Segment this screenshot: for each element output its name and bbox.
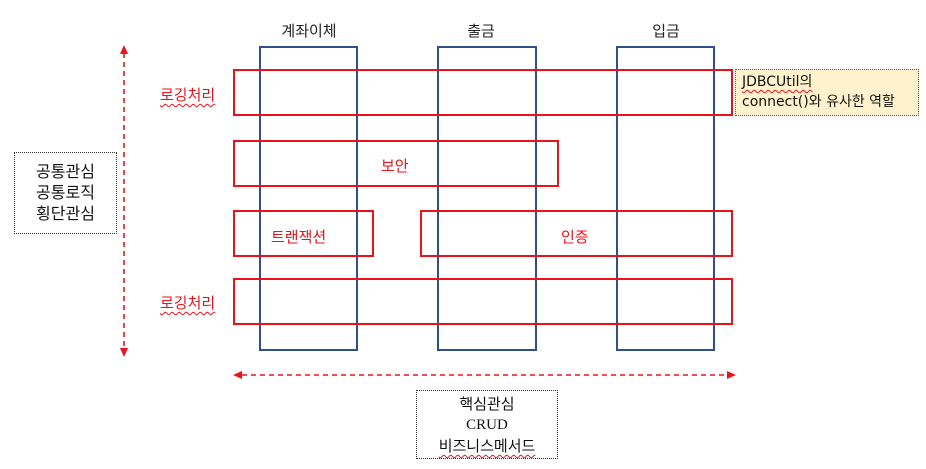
core-line-1: 핵심관심 <box>459 395 515 413</box>
note-line-1: JDBCUtil의 <box>742 74 813 90</box>
column-label-transfer: 계좌이체 <box>281 22 337 40</box>
core-concern-box: 핵심관심 CRUD 비즈니스메서드 <box>416 390 558 459</box>
cross-cutting-line-3: 횡단관심 <box>36 204 95 223</box>
band-security <box>233 140 559 187</box>
band-logging-top <box>233 69 733 116</box>
security-label: 보안 <box>381 157 409 175</box>
cross-cutting-box: 공통관심 공통로직 횡단관심 <box>14 152 117 234</box>
column-label-withdraw: 출금 <box>467 22 495 40</box>
column-box-deposit <box>616 46 715 351</box>
cross-cutting-line-1: 공통관심 <box>36 162 95 181</box>
note-line-2: connect()와 유사한 역할 <box>742 94 895 110</box>
vertical-double-arrow <box>120 45 128 357</box>
column-box-transfer <box>259 46 358 351</box>
core-line-3: 비즈니스메서드 <box>438 437 536 455</box>
band-transaction <box>233 210 374 257</box>
band-logging-bottom <box>233 278 733 325</box>
column-box-withdraw <box>437 46 537 351</box>
band-auth <box>420 210 733 257</box>
auth-label: 인증 <box>561 228 589 246</box>
core-line-2: CRUD <box>466 417 508 433</box>
logging-top-label: 로깅처리 <box>160 86 216 104</box>
transaction-label: 트랜잭션 <box>271 228 327 246</box>
note-callout: JDBCUtil의 connect()와 유사한 역할 <box>735 69 919 116</box>
cross-cutting-line-2: 공통로직 <box>36 183 95 202</box>
horizontal-double-arrow <box>233 371 736 379</box>
logging-bottom-label: 로깅처리 <box>160 294 216 312</box>
column-label-deposit: 입금 <box>652 22 680 40</box>
